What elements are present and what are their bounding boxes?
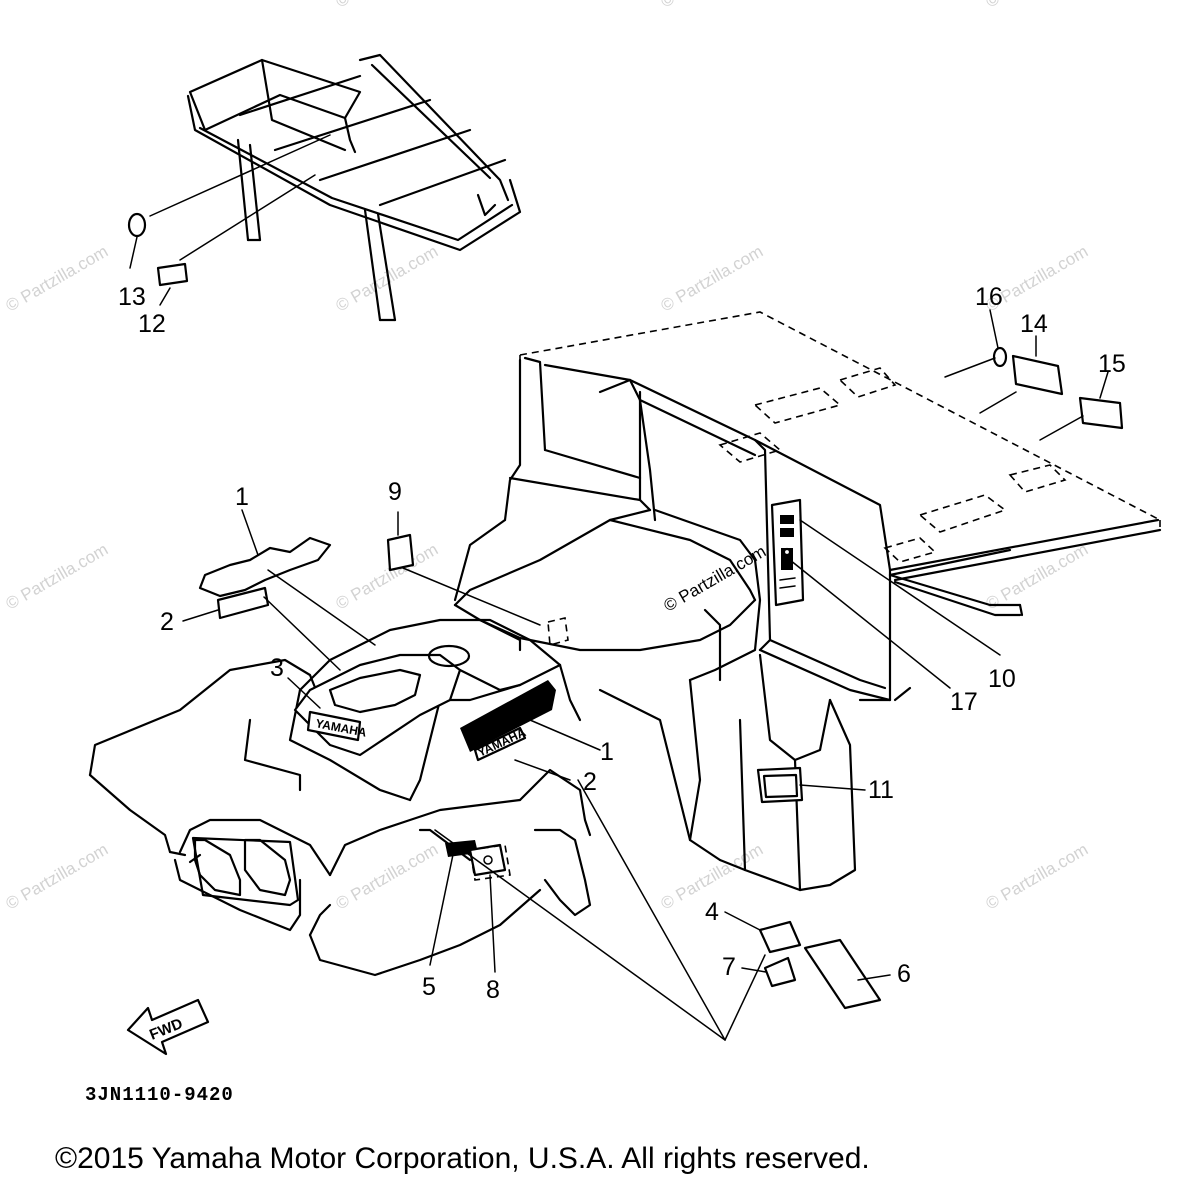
part-16-emblem <box>992 346 1008 368</box>
seat <box>453 508 757 652</box>
callout-12: 12 <box>138 310 166 338</box>
part-3-yamaha-emblem <box>306 710 362 742</box>
watermark: © Partzilla.com <box>983 0 1092 11</box>
part-1-upper-decal <box>198 536 332 598</box>
side-decal-group: YAMAHA <box>460 680 556 762</box>
part-13-emblem <box>127 212 147 238</box>
copyright-notice: ©2015 Yamaha Motor Corporation, U.S.A. A… <box>55 1142 870 1175</box>
part-1-side-graphic <box>460 680 556 752</box>
part-14-label <box>1011 354 1064 396</box>
callout-4: 4 <box>705 898 719 926</box>
callout-15: 15 <box>1098 350 1126 378</box>
watermark: © Partzilla.com <box>333 840 442 914</box>
callout-17: 17 <box>950 688 978 716</box>
fwd-arrow-icon: FWD <box>126 998 210 1056</box>
part-4-label <box>758 920 802 954</box>
part-2-upper-decal <box>216 586 270 620</box>
watermark: © Partzilla.com <box>983 840 1092 914</box>
watermark: © Partzilla.com <box>3 540 112 614</box>
watermark: © Partzilla.com <box>3 840 112 914</box>
diagram-code: 3JN1110-9420 <box>85 1084 234 1106</box>
watermark: © Partzilla.com <box>333 0 442 11</box>
watermark: © Partzilla.com <box>333 242 442 316</box>
part-15-label <box>1078 396 1124 430</box>
rear-carrier-rack <box>519 311 1162 702</box>
callout-10: 10 <box>988 665 1016 693</box>
tank-cover: YAMAHA <box>293 644 522 757</box>
callout-14: 14 <box>1020 310 1048 338</box>
watermark: © Partzilla.com <box>3 242 112 316</box>
callout-2: 2 <box>160 608 174 636</box>
leader-lines <box>182 509 891 1041</box>
callout-5: 5 <box>422 973 436 1001</box>
callout-2: 2 <box>583 768 597 796</box>
part-6-label <box>803 938 882 1010</box>
callout-16: 16 <box>975 283 1003 311</box>
rear-fender <box>453 358 892 892</box>
callout-7: 7 <box>722 953 736 981</box>
callout-1: 1 <box>600 738 614 766</box>
watermark-group: © Partzilla.com © Partzilla.com © Partzi… <box>3 0 1092 913</box>
callout-8: 8 <box>486 976 500 1004</box>
part-7-label <box>763 956 797 988</box>
callout-11: 11 <box>868 776 894 804</box>
part-9-label <box>386 533 415 572</box>
rear-warning-label-panel <box>770 498 805 607</box>
front-fender <box>88 618 592 977</box>
callouts: 1 2 3 9 1 2 11 10 17 16 14 15 13 12 4 7 … <box>118 283 1126 1004</box>
part-2-yamaha-decal <box>473 726 527 762</box>
callout-9: 9 <box>388 478 402 506</box>
part-12-label <box>156 262 189 287</box>
callout-1: 1 <box>235 483 249 511</box>
front-carrier-rack <box>149 53 522 322</box>
callout-3: 3 <box>270 654 284 682</box>
callout-6: 6 <box>897 960 911 988</box>
watermark: © Partzilla.com <box>658 0 767 11</box>
watermark: © Partzilla.com <box>658 242 767 316</box>
callout-13: 13 <box>118 283 146 311</box>
